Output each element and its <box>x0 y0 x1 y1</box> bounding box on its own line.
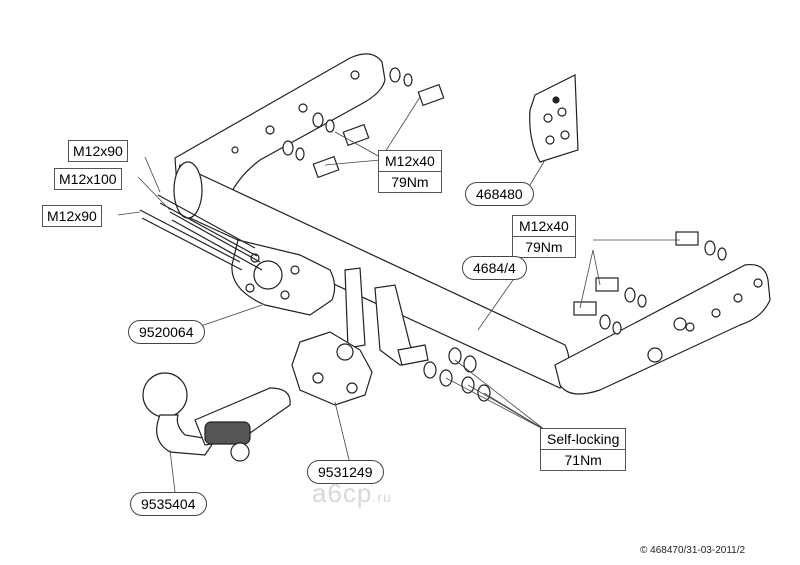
center-bracket <box>344 267 366 349</box>
bolt-spec-right: M12x40 79Nm <box>512 215 576 258</box>
bolt-label-m12x90-top: M12x90 <box>68 140 128 162</box>
bolt-spec-right-size: M12x40 <box>513 216 575 237</box>
part-crossbar: 4684/4 <box>462 256 527 280</box>
part-9531249: 9531249 <box>307 460 384 484</box>
watermark-text: a6cp <box>312 478 373 508</box>
socket-holder-9531249 <box>291 331 373 406</box>
towball-9535404 <box>142 372 291 462</box>
bolt-spec-left-torque: 79Nm <box>391 174 429 190</box>
copyright: © 468470/31-03-2011/2 <box>640 545 746 556</box>
bolt-set-right <box>573 231 727 335</box>
part-468480: 468480 <box>465 182 534 206</box>
side-plate <box>231 239 336 316</box>
part-9535404: 9535404 <box>130 492 207 516</box>
self-locking-nuts <box>423 347 491 402</box>
bracket-kit-468480 <box>529 74 579 163</box>
right-arm <box>554 263 771 395</box>
bolt-spec-right-torque: 79Nm <box>525 239 563 255</box>
self-locking-label: Self-locking <box>541 429 626 450</box>
self-locking-torque: 71Nm <box>564 452 602 468</box>
part-9520064: 9520064 <box>128 320 205 344</box>
watermark: a6cp.ru <box>312 478 392 509</box>
bolt-label-m12x90-bottom: M12x90 <box>42 205 102 227</box>
bolt-spec-left: M12x40 79Nm <box>378 150 442 193</box>
watermark-suffix: .ru <box>372 489 392 505</box>
bolt-spec-left-size: M12x40 <box>379 151 441 172</box>
bolt-label-m12x100: M12x100 <box>54 168 122 190</box>
self-locking-spec: Self-locking 71Nm <box>540 428 627 471</box>
